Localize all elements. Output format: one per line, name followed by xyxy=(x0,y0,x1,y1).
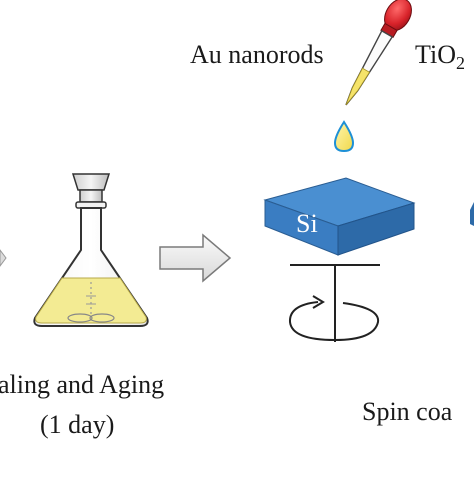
au-nanorods-label: Au nanorods xyxy=(190,40,324,69)
tio2-label: TiO2 xyxy=(415,40,465,74)
si-substrate-icon xyxy=(263,177,416,256)
tio2-text: TiO xyxy=(415,40,456,69)
right-edge-substrate-icon xyxy=(470,202,474,226)
left-edge-arrow-icon xyxy=(0,249,7,267)
erlenmeyer-flask-icon xyxy=(33,173,149,327)
step1-label-line1: aling and Aging xyxy=(0,370,165,399)
tio2-subscript: 2 xyxy=(455,53,465,73)
spin-rotation-icon xyxy=(288,264,380,342)
step1-label-line2: (1 day) xyxy=(40,410,115,439)
process-arrow-icon xyxy=(159,233,232,283)
drop-icon xyxy=(333,120,355,153)
step2-label: Spin coa xyxy=(362,397,453,426)
pipette-icon xyxy=(345,0,412,106)
si-label: Si xyxy=(296,209,318,238)
